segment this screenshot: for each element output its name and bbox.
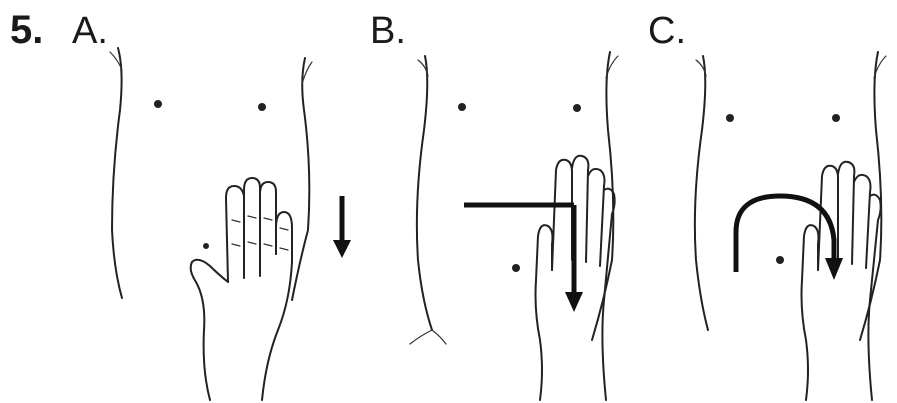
landmark-dot <box>573 104 581 112</box>
landmark-dot <box>458 103 466 111</box>
landmark-dot <box>154 100 162 108</box>
landmark-dot <box>776 256 784 264</box>
arrow-curved-c <box>736 196 843 280</box>
torso-outline-a <box>110 48 312 300</box>
landmark-dot <box>726 114 734 122</box>
panel-a <box>110 48 351 400</box>
hand-icon <box>802 162 881 400</box>
arrow-horizontal-down-b <box>464 205 583 312</box>
hand-icon <box>191 178 292 400</box>
landmark-dot <box>832 114 840 122</box>
landmark-dot <box>512 264 520 272</box>
landmark-dot <box>203 243 209 249</box>
arrow-down-a <box>333 196 351 258</box>
panel-c <box>695 52 886 400</box>
landmark-dot <box>258 103 266 111</box>
panel-b <box>410 52 618 400</box>
